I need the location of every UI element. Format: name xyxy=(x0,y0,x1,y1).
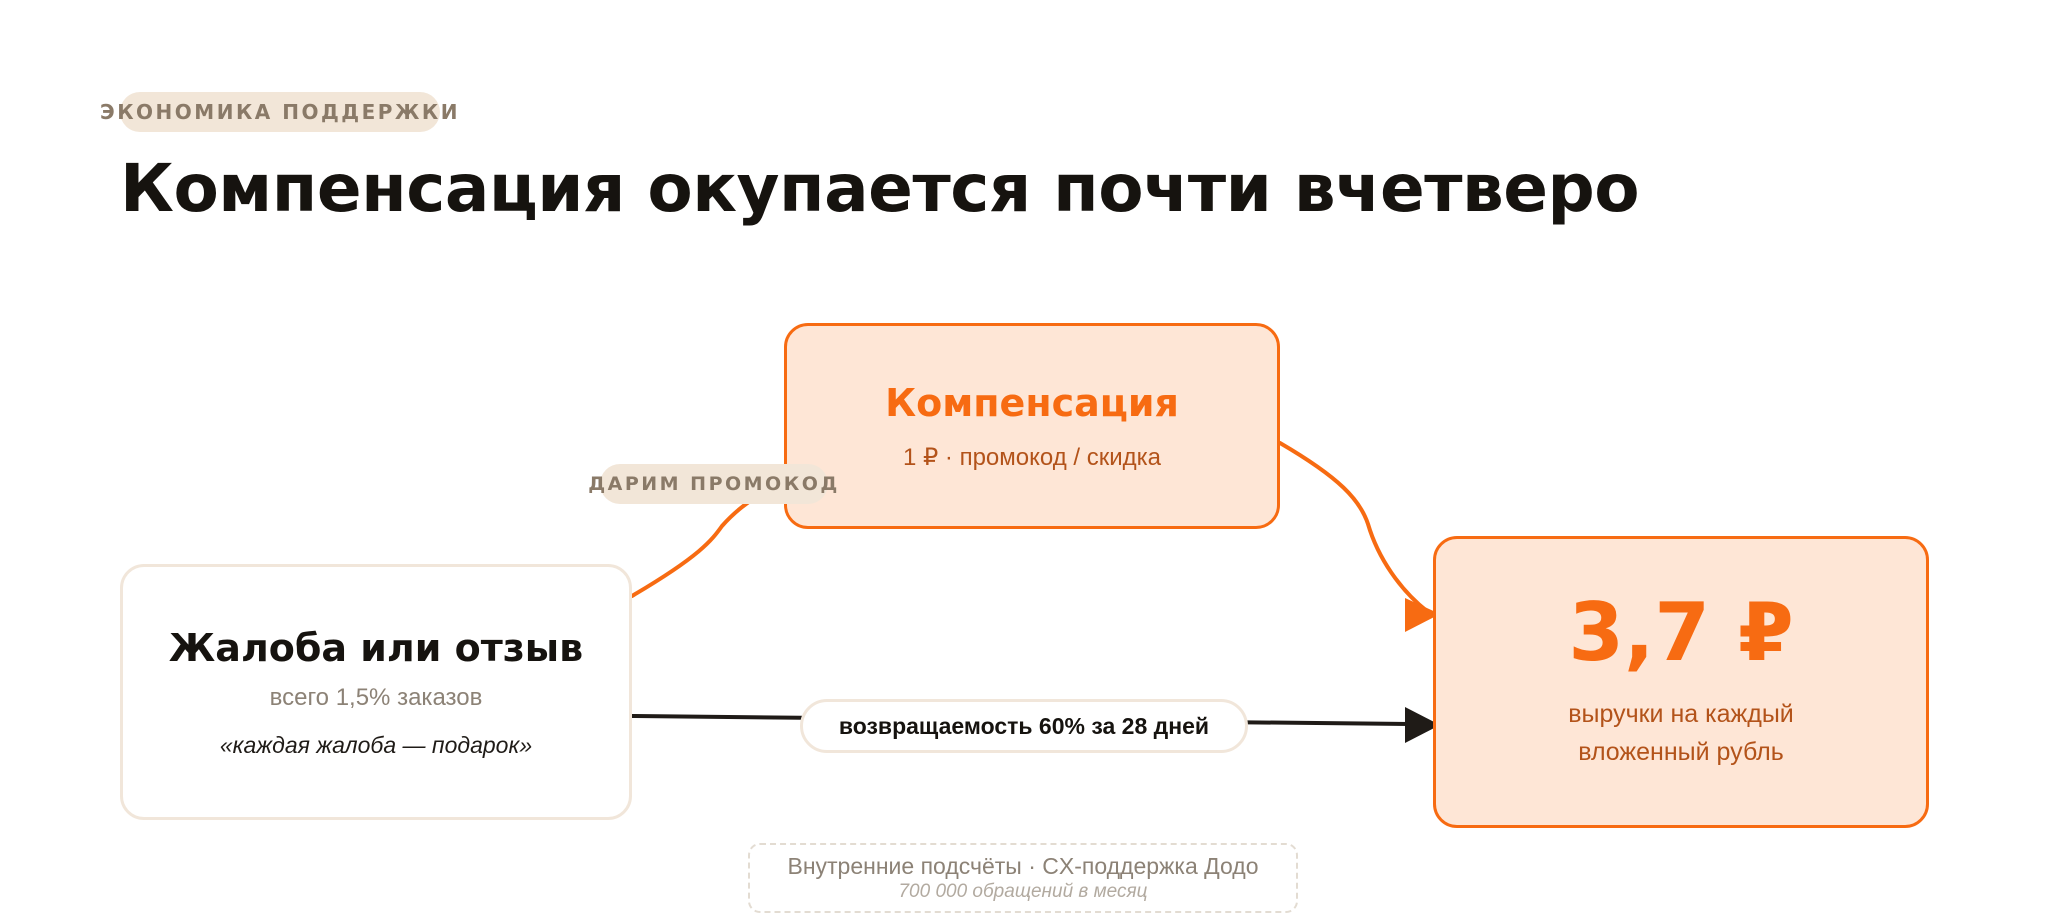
complaint-node: Жалоба или отзыв всего 1,5% заказов «каж… xyxy=(120,564,632,820)
result-node: 3,7 ₽ выручки на каждый вложенный рубль xyxy=(1433,536,1929,828)
compensation-title: Компенсация xyxy=(885,380,1179,425)
edge-compensation-to-result xyxy=(1278,441,1430,614)
complaint-subtitle: всего 1,5% заказов xyxy=(269,683,483,711)
complaint-title: Жалоба или отзыв xyxy=(168,625,584,670)
edge-complaint-to-compensation xyxy=(630,492,762,598)
source-line-1: Внутренние подсчёты · CX-поддержка Додо xyxy=(787,853,1259,879)
source-line-2: 700 000 обращений в месяц xyxy=(898,881,1148,902)
arrowhead-orange-icon xyxy=(1405,598,1440,632)
page-title: Компенсация окупается почти вчетверо xyxy=(120,150,1640,227)
promo-edge-label: ДАРИМ ПРОМОКОД xyxy=(588,464,837,504)
result-value: 3,7 ₽ xyxy=(1568,586,1794,679)
complaint-quote: «каждая жалоба — подарок» xyxy=(219,731,533,758)
section-tag: ЭКОНОМИКА ПОДДЕРЖКИ xyxy=(100,92,457,132)
return-edge-label: возвращаемость 60% за 28 дней xyxy=(800,699,1248,753)
compensation-node: Компенсация 1 ₽ · промокод / скидка xyxy=(784,323,1280,529)
result-subtitle: выручки на каждый вложенный рубль xyxy=(1568,700,1794,766)
source-note: Внутренние подсчёты · CX-поддержка Додо … xyxy=(748,843,1298,913)
compensation-subtitle: 1 ₽ · промокод / скидка xyxy=(902,443,1162,471)
arrowhead-dark-icon xyxy=(1405,707,1440,743)
